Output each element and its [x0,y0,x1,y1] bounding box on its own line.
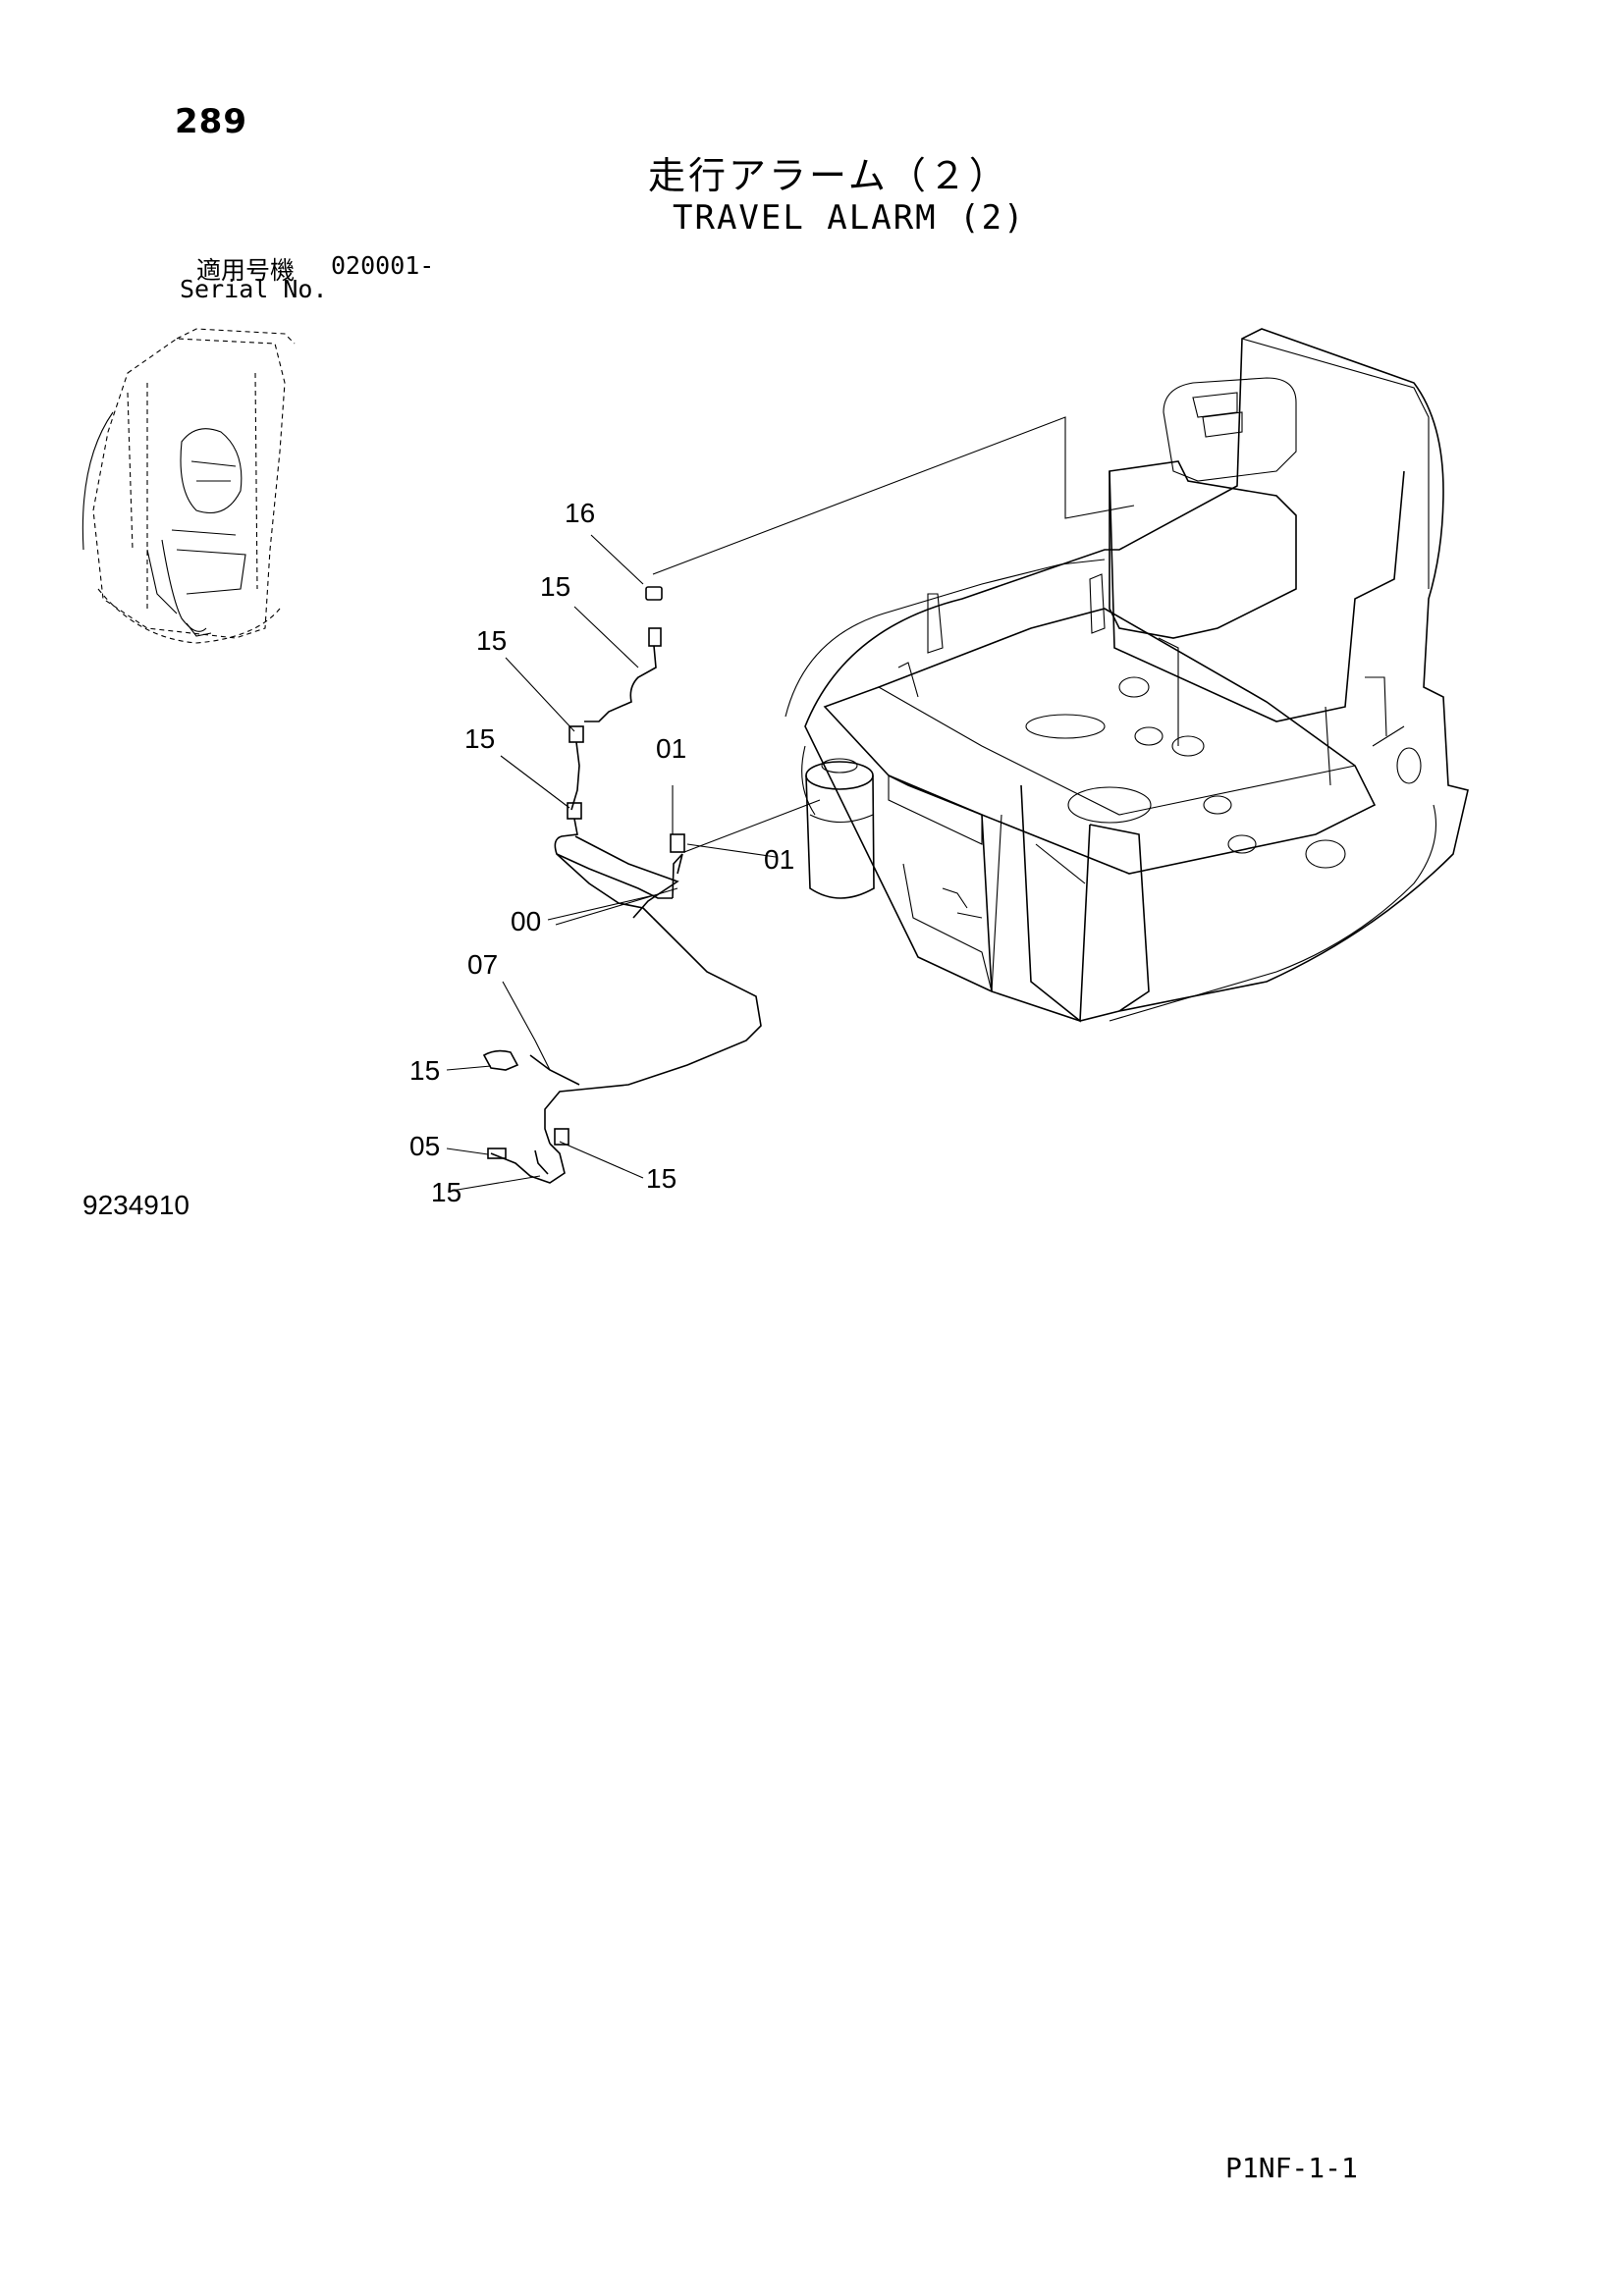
serial-value: 020001- [331,251,435,280]
callout-01-a: 01 [656,733,686,764]
callout-15-e: 15 [431,1177,461,1207]
wiring-harness [482,586,762,1184]
upper-frame [785,328,1469,1023]
page-number: 289 [175,102,247,141]
callout-15-d: 15 [409,1055,440,1086]
callout-07: 07 [467,949,498,980]
callout-01-b: 01 [764,844,794,875]
callout-15-a: 15 [540,571,570,602]
callout-05: 05 [409,1131,440,1161]
drawing-number: 9234910 [82,1190,190,1220]
footer-code: P1NF-1-1 [1225,2152,1358,2184]
callout-15-b: 15 [476,625,507,656]
serial-label-japanese: 適用号機 [196,256,296,285]
callout-15-c: 15 [464,723,495,754]
leader-lines [555,416,1135,926]
serial-label-english: Serial No. [180,275,328,303]
callout-00: 00 [511,906,541,936]
callout-16: 16 [565,498,595,528]
locator-thumbnail [81,328,296,644]
callout-leaders [446,534,777,1192]
title-japanese: 走行アラーム（２） [648,154,1009,197]
callout-15-f: 15 [646,1163,677,1194]
title-english: TRAVEL ALARM (2) [673,198,1026,238]
